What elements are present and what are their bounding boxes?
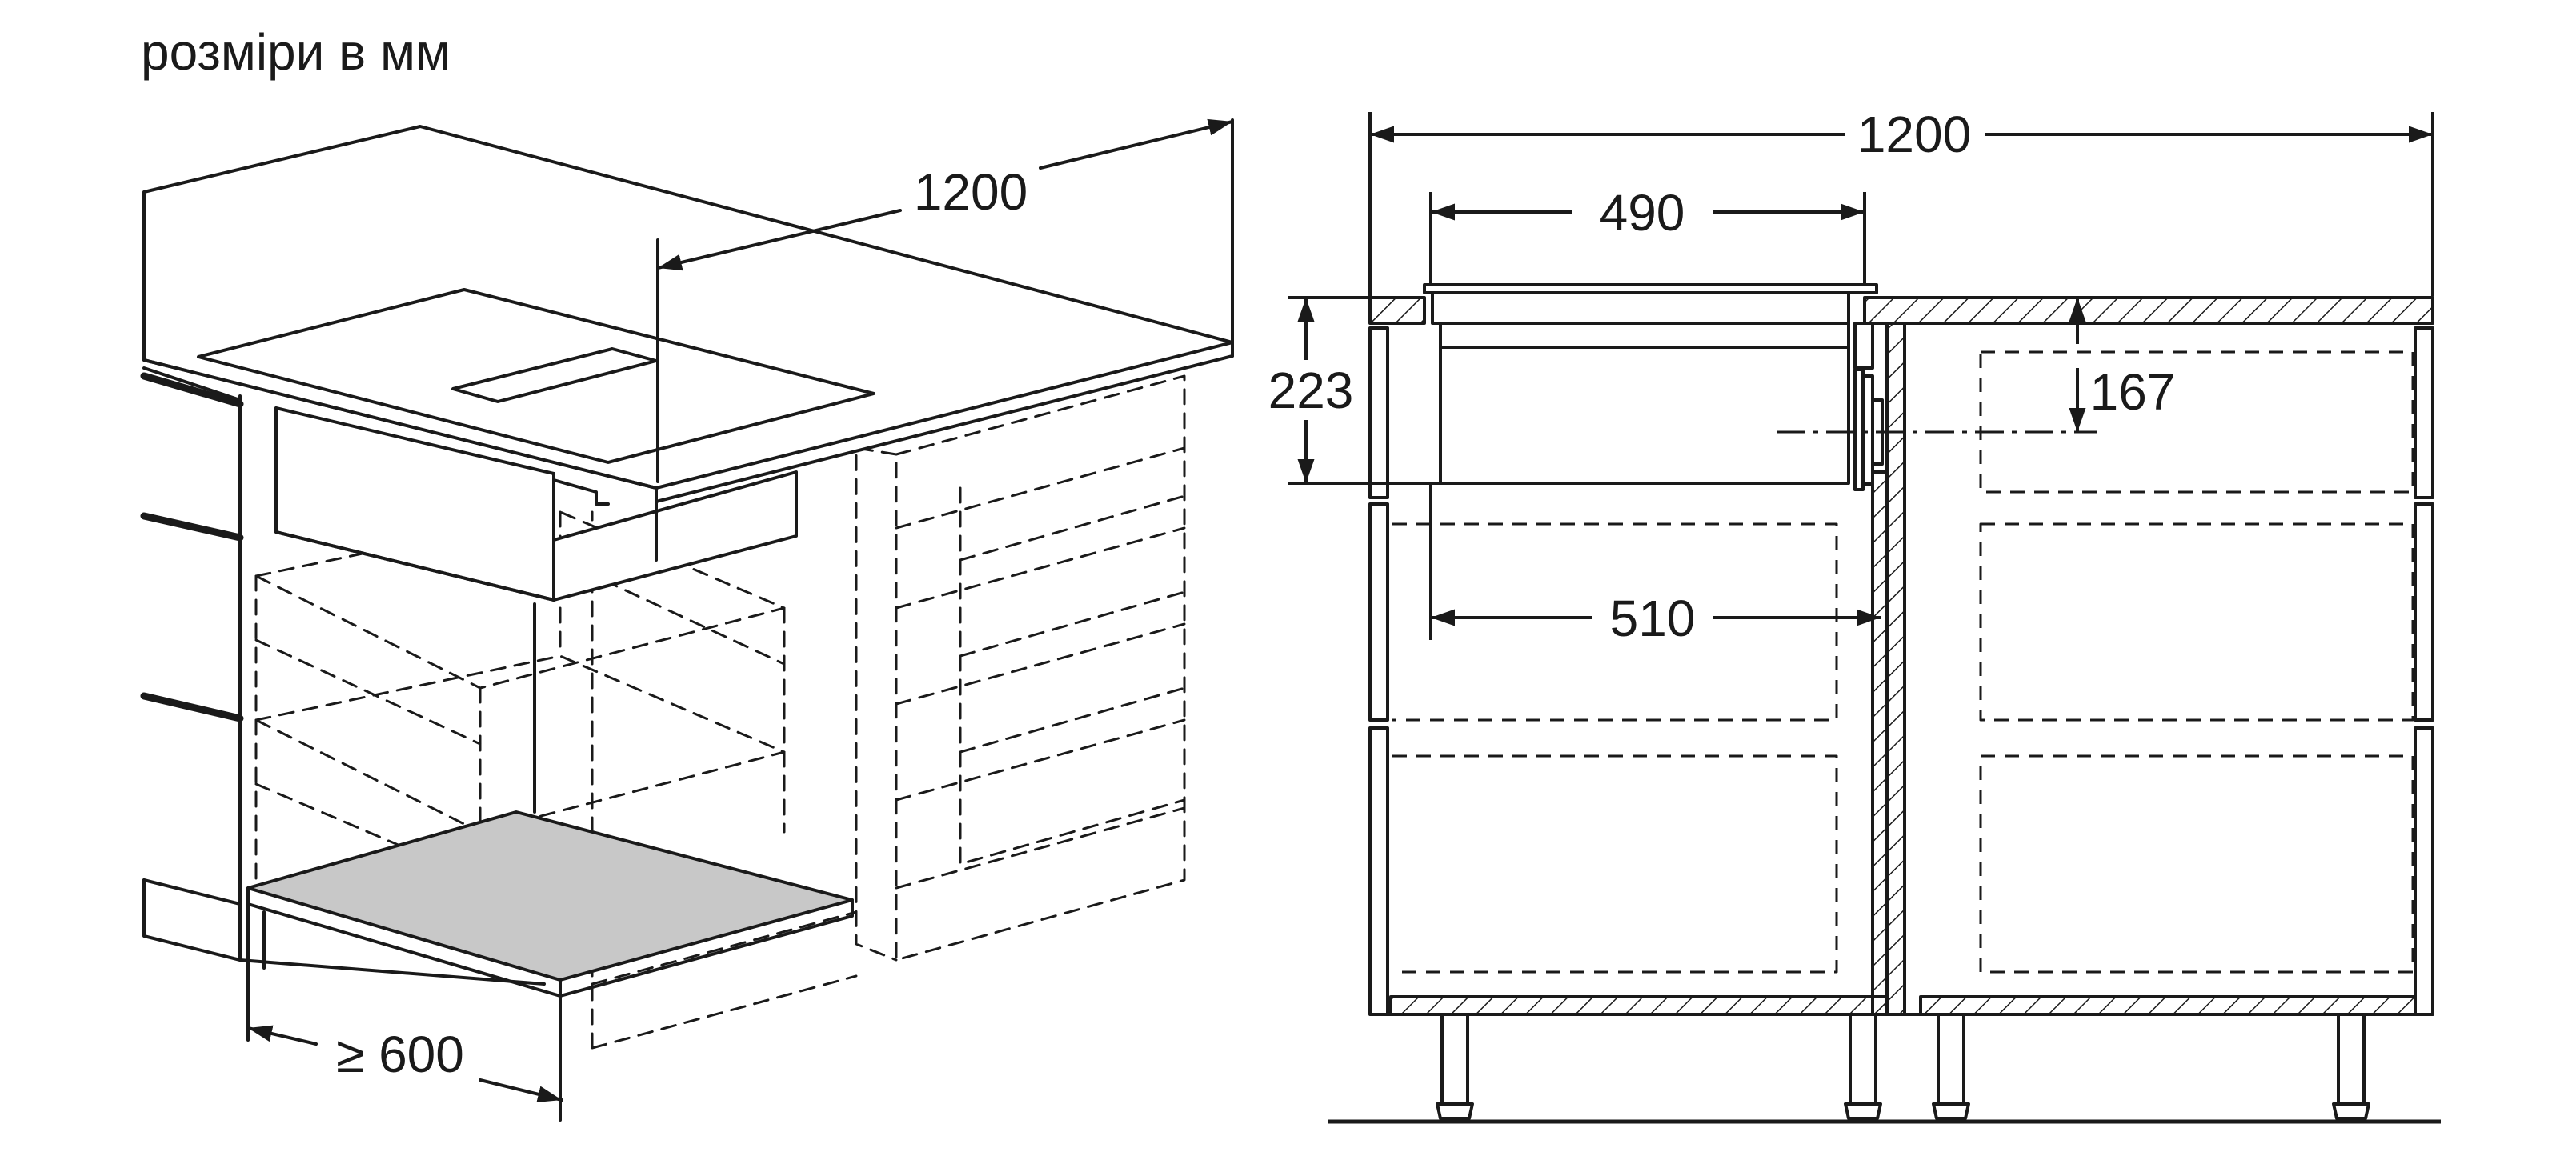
dim-total-width <box>1368 112 2434 296</box>
dim-width-iso-label: 1200 <box>914 163 1028 221</box>
dim-depth-iso-label: ≥ 600 <box>336 1026 464 1083</box>
appliance-body <box>274 406 798 602</box>
dim-hob-width <box>1429 192 1866 284</box>
dim-hob-width-label: 490 <box>1600 184 1685 242</box>
outlet-connector <box>1853 368 1884 491</box>
dim-total-width-label: 1200 <box>1857 106 1971 163</box>
left-cabinet <box>142 366 546 986</box>
diagram-title: розміри в мм <box>141 23 451 81</box>
dim-cutout-width-label: 510 <box>1610 590 1696 647</box>
dim-depth-iso <box>246 1025 563 1103</box>
front-view <box>1288 112 2441 1124</box>
dim-cutout-width <box>1429 483 1881 640</box>
dim-installation-height-label: 223 <box>1268 362 1354 419</box>
dim-outlet-height-label: 167 <box>2090 363 2176 421</box>
worktop-left <box>1368 296 1426 325</box>
front-cabinet-right-hidden <box>1979 350 2414 974</box>
front-cabinet-left <box>1368 322 1889 1016</box>
worktop-right <box>1863 296 2434 325</box>
hob-front <box>1423 283 1878 485</box>
drawer-handles <box>140 372 244 722</box>
dim-width-iso <box>656 118 1234 483</box>
front-cabinet-right <box>1885 322 2434 1016</box>
hidden-cabinet-lines <box>254 374 1186 1050</box>
isometric-view <box>140 118 1234 1122</box>
dim-installation-height <box>1288 296 1440 485</box>
front-cabinet-left-hidden <box>1392 522 1838 974</box>
cabinet-legs <box>1436 1013 2370 1120</box>
